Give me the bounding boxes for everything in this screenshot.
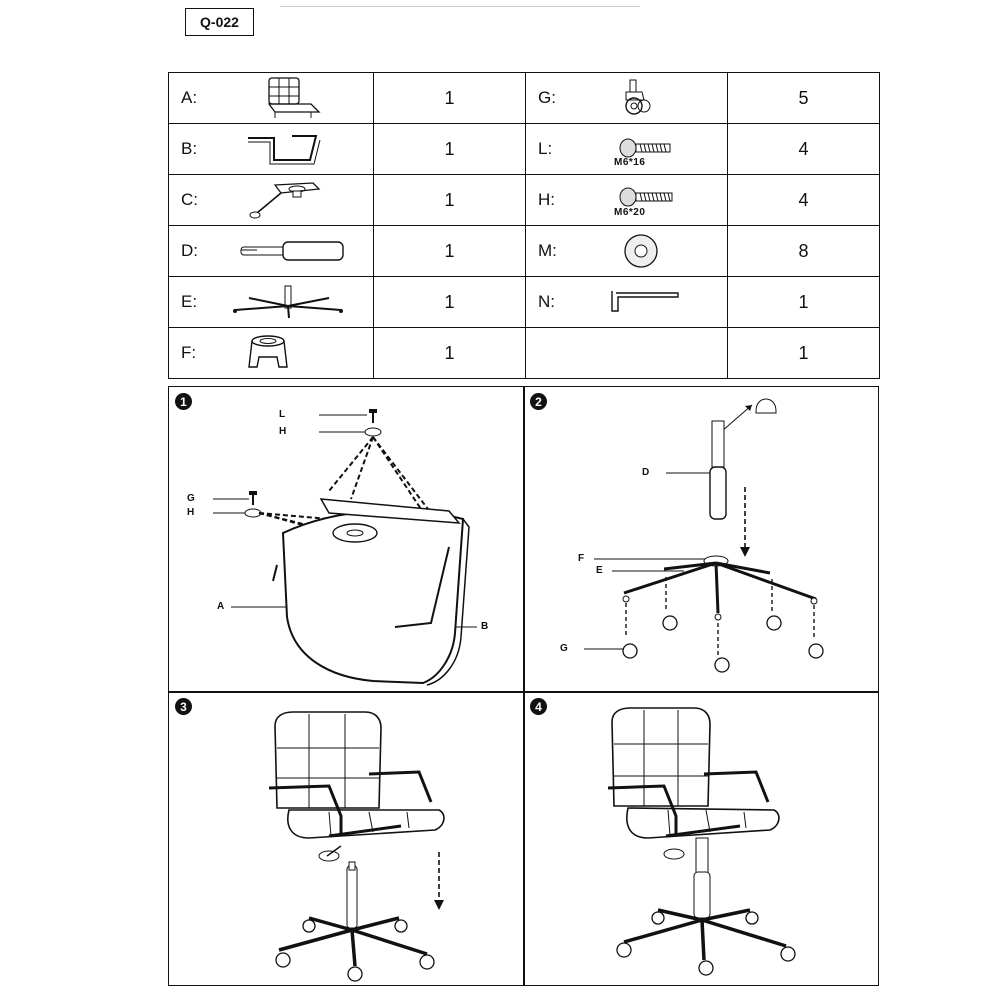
parts-row: D: 1 M: 8 <box>168 225 880 277</box>
part-qty: 5 <box>727 72 880 124</box>
bolt-size-label: M6*16 <box>614 157 646 168</box>
part-cell-f: F: <box>168 327 374 379</box>
step-3-panel: 3 <box>168 691 525 986</box>
bolt-icon <box>619 138 671 158</box>
callout-l: L <box>279 409 286 420</box>
step-3-illustration <box>268 711 445 982</box>
base-cover-icon <box>248 335 288 368</box>
part-qty: 1 <box>727 327 880 379</box>
part-cell-g: G: <box>525 72 728 124</box>
step-number: 4 <box>530 698 547 715</box>
part-letter: H: <box>538 190 555 209</box>
step-4-panel: 4 <box>523 691 879 986</box>
parts-row: E: 1 N: 1 <box>168 276 880 328</box>
part-letter: F: <box>181 343 197 362</box>
part-qty: 4 <box>727 174 880 226</box>
mechanism-plate-icon <box>249 182 321 219</box>
callout-g: G <box>187 493 195 504</box>
callout-g: G <box>560 643 568 654</box>
hex-key-icon <box>611 291 679 312</box>
part-letter: L: <box>538 139 553 158</box>
part-cell-a: A: <box>168 72 374 124</box>
step-1-panel: 1 L H G H A B <box>168 386 525 693</box>
part-cell-d: D: <box>168 225 374 277</box>
parts-row: C: 1 H: M6*20 4 <box>168 174 880 226</box>
callout-d: D <box>642 467 650 478</box>
parts-row: A: 1 G: 5 <box>168 72 880 124</box>
part-cell-l: L: M6*16 <box>525 123 728 175</box>
part-qty: 1 <box>727 276 880 328</box>
callout-h: H <box>279 426 287 437</box>
step-1-illustration <box>213 409 477 686</box>
step-number: 1 <box>175 393 192 410</box>
part-letter: E: <box>181 292 198 311</box>
part-letter: N: <box>538 292 555 311</box>
callout-b: B <box>481 621 489 632</box>
model-number: Q-022 <box>185 8 254 36</box>
callout-f: F <box>578 553 585 564</box>
step-number: 3 <box>175 698 192 715</box>
top-divider <box>280 6 640 7</box>
parts-row: F: 1 1 <box>168 327 880 379</box>
step-number: 2 <box>530 393 547 410</box>
callout-a: A <box>217 601 225 612</box>
part-qty: 4 <box>727 123 880 175</box>
seat-backrest-icon <box>267 77 321 118</box>
part-cell-empty <box>525 327 728 379</box>
parts-table: A: 1 G: 5 B: <box>168 72 880 379</box>
part-cell-b: B: <box>168 123 374 175</box>
washer-icon <box>624 234 658 268</box>
parts-row: B: 1 L: M6*16 4 <box>168 123 880 175</box>
part-qty: 1 <box>373 225 526 277</box>
star-base-icon <box>233 285 343 319</box>
callout-h: H <box>187 507 195 518</box>
part-qty: 8 <box>727 225 880 277</box>
part-cell-m: M: <box>525 225 728 277</box>
step-4-illustration <box>607 707 796 976</box>
armrest-frame-icon <box>248 135 321 165</box>
step-2-panel: 2 D F E G <box>523 386 879 693</box>
part-letter: G: <box>538 88 556 107</box>
callout-e: E <box>596 565 603 576</box>
caster-icon <box>625 79 651 115</box>
bolt-icon <box>619 187 673 207</box>
part-cell-c: C: <box>168 174 374 226</box>
part-cell-e: E: <box>168 276 374 328</box>
bolt-size-label: M6*20 <box>614 207 646 218</box>
part-qty: 1 <box>373 327 526 379</box>
part-qty: 1 <box>373 174 526 226</box>
gas-lift-icon <box>240 241 344 261</box>
part-qty: 1 <box>373 123 526 175</box>
part-cell-n: N: <box>525 276 728 328</box>
part-letter: M: <box>538 241 557 260</box>
step-2-illustration <box>584 398 824 673</box>
part-qty: 1 <box>373 276 526 328</box>
part-cell-h: H: M6*20 <box>525 174 728 226</box>
part-letter: D: <box>181 241 198 260</box>
part-letter: A: <box>181 88 198 107</box>
part-qty: 1 <box>373 72 526 124</box>
part-letter: B: <box>181 139 198 158</box>
part-letter: C: <box>181 190 198 209</box>
